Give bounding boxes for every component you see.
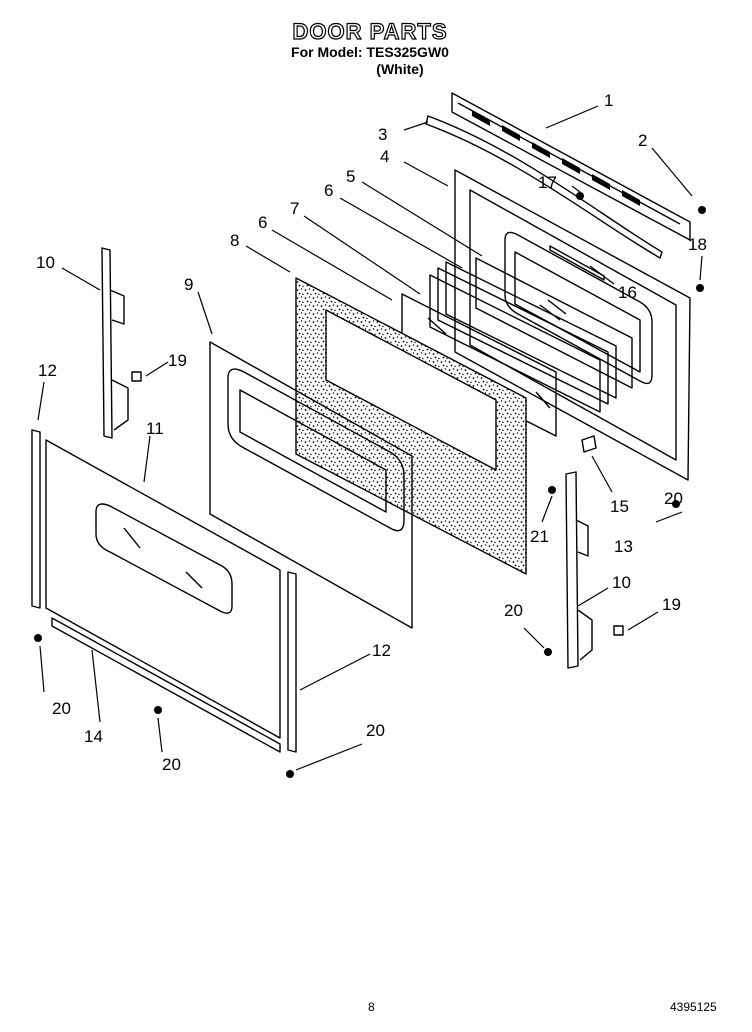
variant-line: (White): [376, 61, 424, 77]
side-trim-left-part: [31, 429, 41, 609]
page-title: DOOR PARTS: [292, 19, 448, 44]
callout-10-right: 10: [612, 573, 631, 592]
callout-21: 21: [530, 527, 549, 546]
inner-door-panel-part: [454, 169, 691, 481]
callout-7: 7: [290, 199, 299, 218]
door-liner-part: [209, 341, 413, 629]
clip-part: [581, 435, 597, 453]
callout-13: 13: [614, 537, 633, 556]
door-handle-part: [425, 115, 663, 259]
leader-lines: [37, 105, 703, 771]
callout-8: 8: [230, 231, 239, 250]
callout-5: 5: [346, 167, 355, 186]
callout-20-bottom-right: 20: [366, 721, 385, 740]
callout-20-extra: 20: [664, 489, 683, 508]
hinge-bracket-right-part: [565, 471, 593, 669]
hinge-bracket-left-part: [101, 247, 129, 439]
callout-3: 3: [378, 125, 387, 144]
diagram-header: DOOR PARTS For Model: TES325GW0 (White): [0, 19, 740, 78]
callout-15: 15: [610, 497, 629, 516]
callout-14: 14: [84, 727, 103, 746]
callout-19-left: 19: [168, 351, 187, 370]
document-number: 4395125: [670, 1000, 717, 1014]
screw-fasteners: [34, 192, 706, 778]
callout-6: 6: [324, 181, 333, 200]
vent-trim-part: [451, 92, 691, 241]
callout-19-right: 19: [662, 595, 681, 614]
side-trim-right-part: [287, 571, 297, 753]
callout-20-right-bracket: 20: [504, 601, 523, 620]
callout-labels: 1 2 3 4 5 6 6 7 8 9 10 10 11 12 12 13 14…: [36, 91, 707, 774]
callout-1: 1: [604, 91, 613, 110]
callout-17: 17: [538, 173, 557, 192]
outer-door-glass-part: [45, 439, 281, 739]
callout-18: 18: [688, 235, 707, 254]
glass-panel-upper-part: [475, 257, 633, 389]
callout-4: 4: [380, 147, 389, 166]
small-bracket-part: [549, 245, 605, 281]
retainer-clip-left-part: [131, 371, 142, 382]
bottom-trim-part: [51, 617, 281, 753]
window-pack-part: [429, 261, 617, 413]
callout-10-left: 10: [36, 253, 55, 272]
callout-20-bottom: 20: [162, 755, 181, 774]
model-line: For Model: TES325GW0: [291, 44, 449, 60]
door-insulation-part: [295, 277, 527, 575]
callout-9: 9: [184, 275, 193, 294]
callout-16: 16: [618, 283, 637, 302]
callout-11: 11: [146, 419, 164, 438]
callout-12-left: 12: [38, 361, 57, 380]
callout-6-secondary: 6: [258, 213, 267, 232]
callout-12-right: 12: [372, 641, 391, 660]
page-number: 8: [368, 1000, 375, 1014]
callout-20-left: 20: [52, 699, 71, 718]
retainer-clip-right-part: [613, 625, 624, 636]
callout-2: 2: [638, 131, 647, 150]
